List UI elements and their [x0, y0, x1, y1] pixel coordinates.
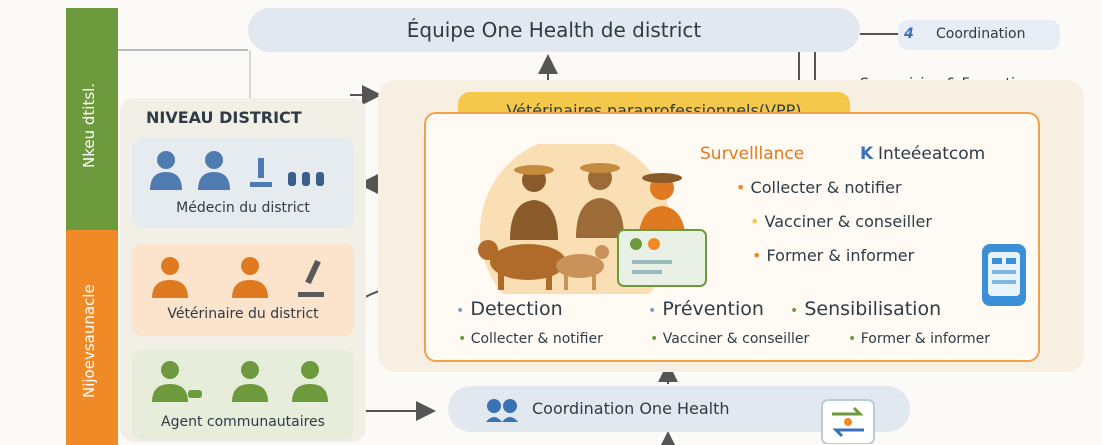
nurse-icon	[198, 151, 230, 190]
agent-card: Agent communautaires	[132, 350, 354, 440]
vpp-worker-icon	[576, 163, 624, 238]
goat-icon	[556, 245, 609, 290]
pillar-action-label: Collecter & notifier	[470, 331, 603, 347]
pillar-action-label: Former & informer	[860, 331, 990, 347]
vet-worker-icon	[232, 257, 268, 298]
pillar-action: • Collecter & notifier	[458, 331, 603, 347]
pillar-item: • Sensibilisation	[790, 298, 942, 320]
people-group-icon	[486, 399, 518, 422]
agent-label: Agent communautaires	[161, 414, 325, 430]
role-item-label: Former & informer	[766, 246, 915, 265]
clipboard-icon	[617, 229, 707, 287]
cow-icon	[478, 240, 566, 290]
pillar-label: Prévention	[662, 298, 764, 320]
veterinaire-label: Vétérinaire du district	[167, 306, 319, 322]
agent-icon	[232, 361, 268, 402]
role-item: • Former & informer	[752, 246, 915, 265]
vet-staff-icons	[152, 257, 324, 298]
coordination-one-health-label: Coordination One Health	[532, 399, 730, 418]
vpp-worker-icon	[510, 165, 558, 240]
agent-with-dog-icon	[152, 361, 202, 402]
pillar-action: • Former & informer	[848, 331, 990, 347]
surveillance-label: Survelllance	[700, 144, 805, 164]
pillar-label: Detection	[470, 298, 563, 320]
vpp-illustration	[478, 144, 707, 294]
pillar-label: Sensibilisation	[804, 298, 942, 320]
veterinaire-card: Vétérinaire du district	[132, 244, 354, 336]
role-item-label: Vacciner & conseiller	[764, 212, 932, 231]
pillar-action: • Vacciner & conseiller	[650, 331, 810, 347]
role-item-label: Collecter & notifier	[750, 178, 902, 197]
doctor-icon	[150, 151, 182, 190]
exchange-icon	[821, 399, 875, 444]
microscope-icon	[298, 259, 324, 297]
pillar-action-label: Vacciner & conseiller	[662, 331, 810, 347]
sidebar-district-band: Nkeu dtitsl.	[66, 8, 118, 230]
mobile-phone-icon	[982, 244, 1026, 306]
sidebar-community-band: Nijoevsaunacle	[66, 230, 118, 445]
pillar-item: • Detection	[456, 298, 563, 320]
medical-staff-icons	[150, 151, 324, 190]
agent-icon	[292, 361, 328, 402]
role-item: • Vacciner & conseiller	[750, 212, 932, 231]
integration-icon: K	[860, 144, 874, 164]
microscope-icon	[250, 158, 272, 187]
agent-icons	[152, 361, 328, 402]
district-team-header: Équipe One Health de district	[248, 8, 860, 52]
district-team-title: Équipe One Health de district	[406, 18, 702, 42]
coordination-number-icon: 4	[904, 26, 914, 42]
coordination-label: Coordination	[936, 26, 1026, 42]
district-level-heading: NIVEAU DISTRICT	[146, 108, 302, 127]
medecin-label: Médecin du district	[176, 200, 310, 216]
pillar-item: • Prévention	[648, 298, 764, 320]
medecin-card: Médecin du district	[132, 138, 354, 228]
vet-worker-icon	[152, 257, 188, 298]
coordination-badge: 4 Coordination	[898, 20, 1060, 50]
integration-label: Inteéeatcom	[878, 144, 986, 164]
role-item: • Collecter & notifier	[736, 178, 902, 197]
vials-icon	[288, 172, 324, 186]
